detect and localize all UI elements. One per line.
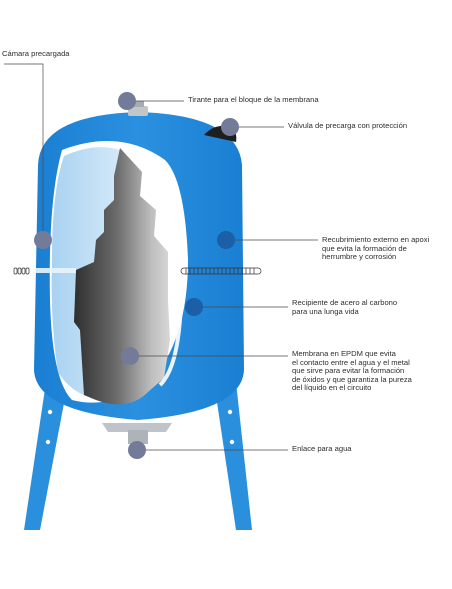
- marker-enlace: [128, 441, 146, 459]
- label-enlace: Enlace para agua: [292, 444, 352, 453]
- marker-recipiente: [185, 298, 203, 316]
- leader-camara: [4, 63, 44, 240]
- water-fitting-pipe: [128, 430, 148, 444]
- epdm-membrane: [74, 148, 170, 405]
- label-recubrimiento: Recubrimiento externo en apoxi que evita…: [322, 235, 430, 262]
- label-membrana: Membrana en EPDM que evita el contacto e…: [292, 349, 412, 393]
- marker-recubrimiento: [217, 231, 235, 249]
- marker-camara: [34, 231, 52, 249]
- marker-membrana: [121, 347, 139, 365]
- leg-hole: [227, 409, 233, 415]
- water-zone: [139, 158, 184, 387]
- seam-band-left: [36, 268, 76, 273]
- water-fitting-flange: [102, 423, 172, 432]
- leg-hole: [229, 439, 235, 445]
- label-valvula: Válvula de precarga con protección: [288, 121, 408, 130]
- marker-valvula: [221, 118, 239, 136]
- top-fitting: [128, 106, 148, 116]
- label-camara-precargada: Cámara precargada: [2, 49, 70, 58]
- leader-lines: [4, 63, 318, 451]
- leg-hole: [45, 439, 51, 445]
- leg-hole: [47, 409, 53, 415]
- label-tirante: Tirante para el bloque de la membrana: [188, 95, 319, 104]
- seam-chain-right: [180, 267, 262, 275]
- leg-left: [24, 382, 68, 530]
- label-recipiente: Recipiente de acero al carbono para una …: [292, 298, 398, 316]
- seam-chain-left: [13, 267, 30, 275]
- leg-right: [214, 382, 252, 530]
- marker-tirante: [118, 92, 136, 110]
